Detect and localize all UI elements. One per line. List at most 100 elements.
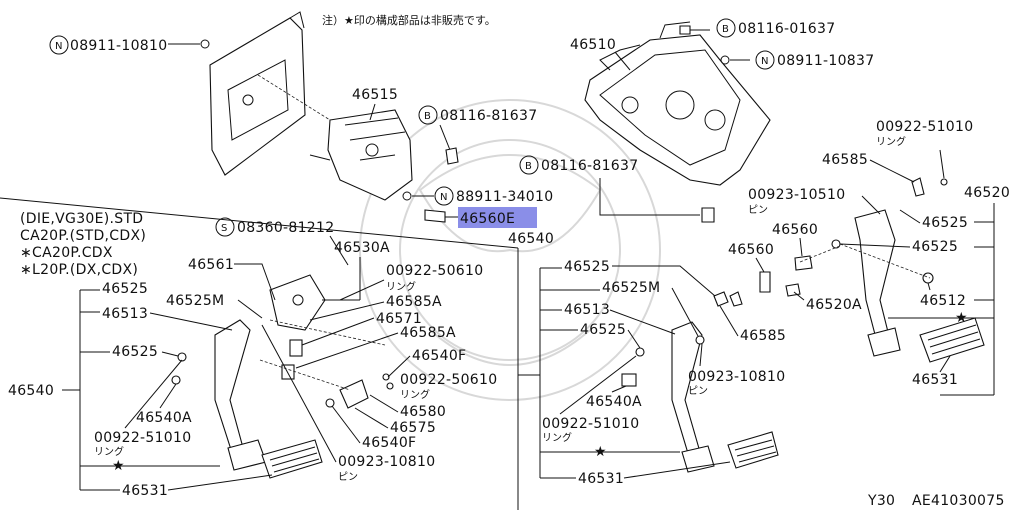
label-46561[interactable]: 46561 [188, 257, 234, 273]
middle-pedal-assembly [621, 291, 779, 473]
bolt-icon [679, 25, 691, 35]
n-symbol-icon [755, 50, 775, 70]
label-00922-51010-l[interactable]: 00922-51010 [94, 430, 191, 446]
label-00922-50610-b[interactable]: 00922-50610 [400, 372, 497, 388]
label-00922-50610-a[interactable]: 00922-50610 [386, 263, 483, 279]
label-46531-r[interactable]: 46531 [912, 372, 958, 388]
label-46560-a[interactable]: 46560 [772, 222, 818, 238]
label-46530A[interactable]: 46530A [334, 240, 390, 256]
bolt-icon [424, 209, 446, 223]
label-46575[interactable]: 46575 [390, 420, 436, 436]
firewall-panel [209, 11, 306, 176]
n-symbol-icon [49, 35, 69, 55]
label-00923-10810-m[interactable]: 00923-10810 [688, 369, 785, 385]
label-08116-01637[interactable]: 08116-01637 [738, 21, 835, 37]
label-46510[interactable]: 46510 [570, 37, 616, 53]
label-46540F-1[interactable]: 46540F [412, 348, 466, 364]
label-00923-10510[interactable]: 00923-10510 [748, 187, 845, 203]
label-46585A-1[interactable]: 46585A [386, 294, 442, 310]
label-ring-b: リング [400, 388, 430, 401]
label-46525-l2[interactable]: 46525 [112, 344, 158, 360]
n-symbol: N [55, 41, 62, 52]
nut-icon [720, 55, 730, 65]
label-46520A[interactable]: 46520A [806, 297, 862, 313]
label-46525M-m[interactable]: 46525M [602, 280, 660, 296]
label-ring-a: リング [386, 280, 416, 293]
bolt-icon [701, 207, 715, 223]
label-46540F-2[interactable]: 46540F [362, 435, 416, 451]
star-right: ★ [955, 310, 968, 326]
label-46531-m[interactable]: 46531 [578, 471, 624, 487]
footer-code: AE41030075 [912, 493, 1005, 509]
b-symbol-icon [519, 155, 539, 175]
watermark-emblem [359, 99, 661, 401]
bracket-46515 [309, 109, 413, 201]
highlight-46560E[interactable] [458, 207, 537, 228]
label-46525-r1[interactable]: 46525 [922, 215, 968, 231]
label-46540A-l[interactable]: 46540A [136, 410, 192, 426]
label-08116-81637-a[interactable]: 08116-81637 [440, 108, 537, 124]
label-46525-m2[interactable]: 46525 [580, 322, 626, 338]
label-46560E[interactable]: 46560E [460, 211, 515, 227]
b-symbol: B [722, 24, 729, 35]
label-08360-81212[interactable]: 08360-81212 [237, 220, 334, 236]
star-left: ★ [112, 458, 125, 474]
b-symbol-icon [716, 18, 736, 38]
label-46585-r[interactable]: 46585 [822, 152, 868, 168]
label-00922-51010-m[interactable]: 00922-51010 [542, 416, 639, 432]
label-pin-a: ピン [338, 471, 358, 483]
b-symbol-icon [418, 105, 438, 125]
b-symbol: B [525, 161, 532, 172]
model-line-3: ∗CA20P.CDX [20, 245, 113, 261]
s-symbol-icon [215, 217, 235, 237]
label-46520[interactable]: 46520 [964, 185, 1010, 201]
n-symbol-icon [434, 186, 454, 206]
label-46531-l[interactable]: 46531 [122, 483, 168, 499]
model-line-4: ∗L20P.(DX,CDX) [20, 262, 138, 278]
label-46525-r2[interactable]: 46525 [912, 239, 958, 255]
n-symbol: N [761, 56, 768, 67]
label-46540-mid[interactable]: 46540 [508, 231, 554, 247]
label-46525M-l[interactable]: 46525M [166, 293, 224, 309]
label-00923-10810-l[interactable]: 00923-10810 [338, 454, 435, 470]
label-08911-10810[interactable]: 08911-10810 [70, 38, 167, 54]
bolt-icon [445, 147, 459, 165]
label-00922-51010-r[interactable]: 00922-51010 [876, 119, 973, 135]
label-46525-l1[interactable]: 46525 [102, 281, 148, 297]
label-46512[interactable]: 46512 [920, 293, 966, 309]
label-ring-c: リング [94, 445, 124, 458]
star-mid: ★ [594, 444, 607, 460]
label-46525-m1[interactable]: 46525 [564, 259, 610, 275]
label-pin-b: ピン [688, 385, 708, 397]
label-46540A-m[interactable]: 46540A [586, 394, 642, 410]
b-symbol: B [424, 111, 431, 122]
left-pedal-assembly [171, 274, 394, 479]
label-46560-b[interactable]: 46560 [728, 242, 774, 258]
label-46515[interactable]: 46515 [352, 87, 398, 103]
model-line-2: CA20P.(STD,CDX) [20, 228, 146, 244]
s-symbol: S [221, 223, 227, 234]
note-text: 注）★印の構成部品は非販売です。 [322, 13, 496, 27]
label-ring-d: リング [542, 431, 572, 444]
pedal-bracket-46510 [584, 21, 771, 186]
label-46513-m[interactable]: 46513 [564, 302, 610, 318]
label-08116-81637-b[interactable]: 08116-81637 [541, 158, 638, 174]
label-46513-l[interactable]: 46513 [102, 306, 148, 322]
right-pedal-assembly [759, 177, 985, 363]
label-46571[interactable]: 46571 [376, 311, 422, 327]
label-46585A-2[interactable]: 46585A [400, 325, 456, 341]
label-08911-10837[interactable]: 08911-10837 [777, 53, 874, 69]
label-pin-c: ピン [748, 204, 768, 216]
footer-model: Y30 [867, 493, 895, 509]
label-46540-left[interactable]: 46540 [8, 383, 54, 399]
label-88911-34010[interactable]: 88911-34010 [456, 189, 553, 205]
nut-icon [200, 39, 210, 49]
n-symbol: N [440, 192, 447, 203]
model-line-1: (DIE,VG30E).STD [20, 211, 143, 227]
nut-icon [402, 191, 412, 201]
label-46585-m[interactable]: 46585 [740, 328, 786, 344]
label-46580[interactable]: 46580 [400, 404, 446, 420]
label-ring-e: リング [876, 135, 906, 148]
